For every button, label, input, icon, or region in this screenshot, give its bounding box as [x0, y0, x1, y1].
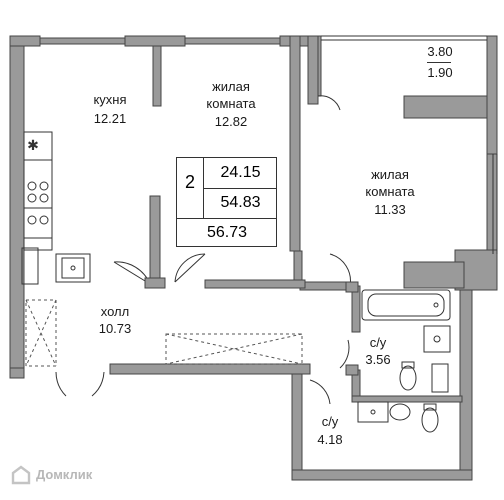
summary-divider-2 [177, 218, 277, 219]
rooms-count: 2 [184, 172, 195, 192]
living1-name-line1: жилая [212, 79, 250, 94]
bath2-name: с/у [321, 414, 339, 429]
bath1-name: с/у [369, 335, 387, 350]
living2-name-line1: жилая [371, 167, 409, 182]
living2-area: 11.33 [374, 202, 406, 217]
watermark: Домклик [36, 467, 93, 482]
summary-divider-1 [203, 188, 277, 189]
hall-name: холл [100, 304, 130, 319]
doors [55, 95, 351, 405]
living2-name-line2: комната [365, 184, 415, 199]
domclick-logo-icon [11, 465, 31, 485]
area-summary: 2 24.15 54.83 56.73 [176, 157, 277, 247]
living1-name-line2: комната [206, 96, 256, 111]
bath1-area: 3.56 [365, 352, 391, 367]
hall-area: 10.73 [98, 321, 132, 336]
balcony-divider [427, 62, 451, 63]
snowflake-icon: ✱ [27, 137, 39, 153]
kitchen-name: кухня [93, 92, 127, 107]
living-area: 24.15 [220, 164, 261, 181]
total-area: 56.73 [206, 224, 248, 241]
pillars [144, 277, 359, 376]
balcony-area-bottom: 1.90 [427, 65, 453, 80]
entry-zone [25, 299, 303, 367]
bath-fixtures [357, 289, 451, 433]
windows [321, 35, 498, 254]
walls [9, 35, 498, 481]
kitchen-area: 12.21 [93, 111, 127, 126]
area-no-balcony: 54.83 [220, 194, 261, 211]
living1-area: 12.82 [214, 114, 248, 129]
kitchen-fixtures [21, 131, 91, 285]
balcony-area-top: 3.80 [427, 44, 453, 59]
bath2-area: 4.18 [317, 432, 343, 447]
